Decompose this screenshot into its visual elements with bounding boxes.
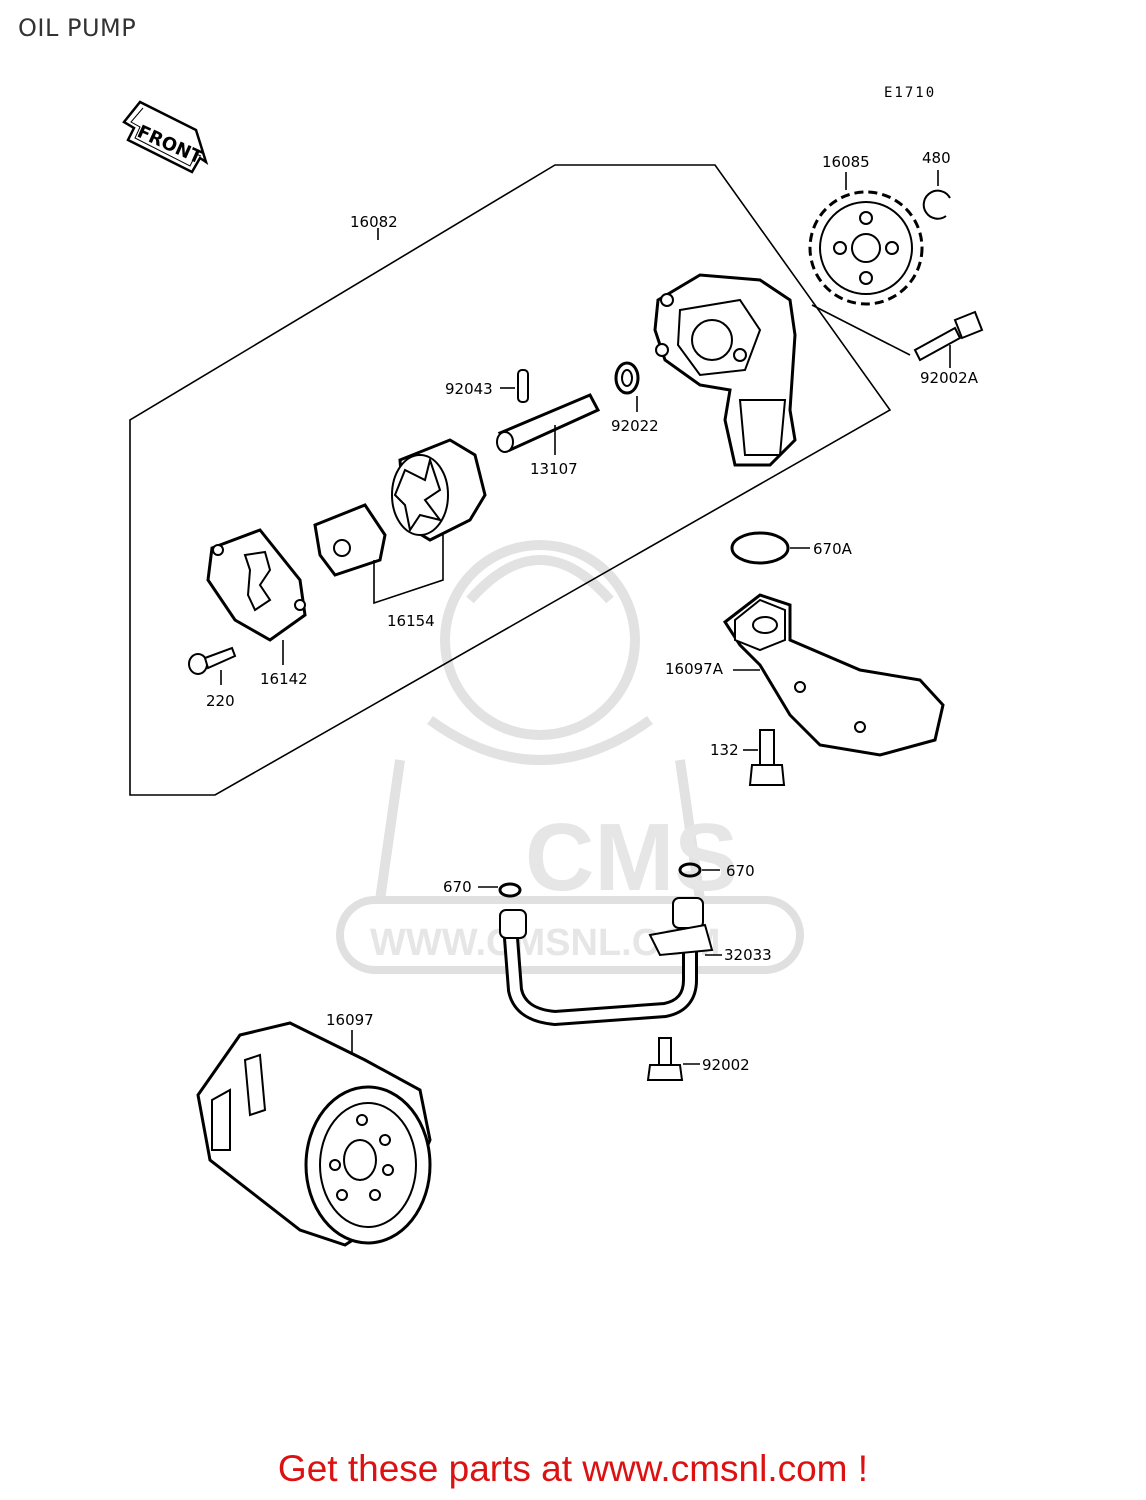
part-label-16097a[interactable]: 16097A — [665, 660, 724, 678]
page-title: OIL PUMP — [18, 14, 137, 42]
screw-220-part — [188, 646, 237, 675]
drive-gear-part — [808, 190, 924, 306]
part-label-13107[interactable]: 13107 — [530, 460, 578, 478]
oil-filter-part — [196, 1021, 432, 1247]
watermark-cms-text: CMS — [525, 804, 738, 911]
oil-strainer-part — [722, 593, 945, 757]
part-label-220[interactable]: 220 — [206, 692, 235, 710]
part-label-480[interactable]: 480 — [922, 149, 951, 167]
part-label-132[interactable]: 132 — [710, 741, 739, 759]
pump-body-part — [653, 273, 797, 467]
circlip-part — [922, 189, 951, 220]
part-label-92002a[interactable]: 92002A — [920, 369, 979, 387]
part-label-32033[interactable]: 32033 — [724, 946, 772, 964]
bolt-92002a-part — [913, 310, 984, 362]
part-label-16082[interactable]: 16082 — [350, 213, 398, 231]
part-label-670a[interactable]: 670A — [813, 540, 853, 558]
oring-670a-part — [730, 531, 790, 565]
part-label-16097[interactable]: 16097 — [326, 1011, 374, 1029]
part-label-16154[interactable]: 16154 — [387, 612, 435, 630]
inner-rotor-part — [313, 503, 387, 577]
diagram-code: E1710 — [884, 85, 936, 101]
footer-link[interactable]: Get these parts at www.cmsnl.com ! — [277, 1448, 869, 1489]
part-label-92022[interactable]: 92022 — [611, 417, 659, 435]
pump-assembly-outline — [129, 164, 892, 796]
bolt-92002-part — [646, 1037, 684, 1081]
part-label-16085[interactable]: 16085 — [822, 153, 870, 171]
part-label-16142[interactable]: 16142 — [260, 670, 308, 688]
part-label-670-right[interactable]: 670 — [726, 862, 755, 880]
oring-670-left-part — [498, 882, 522, 898]
part-label-670-left[interactable]: 670 — [443, 878, 472, 896]
footer-link-banner[interactable]: Get these parts at www.cmsnl.com ! — [0, 1448, 1146, 1490]
front-arrow-icon: FRONT — [122, 100, 209, 174]
pump-cover-part — [206, 528, 307, 642]
oil-pipe-part — [499, 897, 714, 1027]
outer-rotor-part — [391, 438, 487, 542]
pin-part — [517, 369, 529, 403]
oring-670-right-part — [678, 862, 702, 878]
watermark-logo: CMS WWW.CMSNL.COM — [336, 540, 804, 974]
bolt-132-part — [748, 729, 786, 786]
part-label-92043[interactable]: 92043 — [445, 380, 493, 398]
part-label-92002[interactable]: 92002 — [702, 1056, 750, 1074]
shaft-part — [496, 393, 601, 453]
